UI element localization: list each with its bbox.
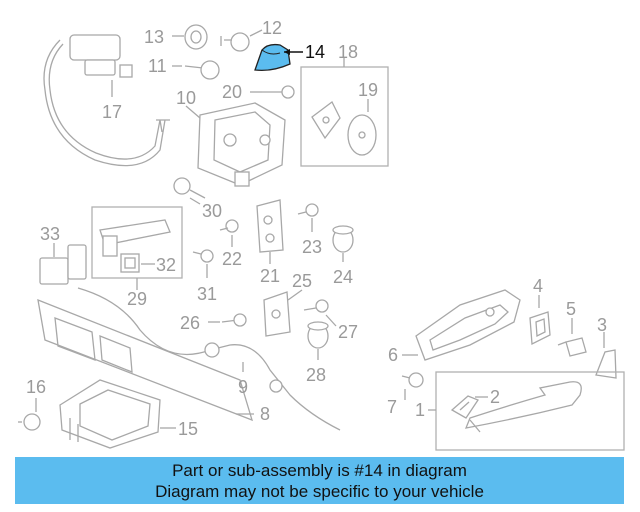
part-22-bolt — [219, 219, 239, 233]
label-21: 21 — [260, 266, 280, 286]
part-20-bolt — [262, 85, 295, 99]
label-12: 12 — [262, 18, 282, 38]
part-16-bolt — [18, 413, 41, 431]
label-6: 6 — [388, 345, 398, 365]
label-8: 8 — [260, 404, 270, 424]
label-26: 26 — [180, 313, 200, 333]
info-banner: Part or sub-assembly is #14 in diagram D… — [15, 457, 624, 504]
label-28: 28 — [306, 365, 326, 385]
label-29: 29 — [127, 289, 147, 309]
label-30: 30 — [202, 201, 222, 221]
label-24: 24 — [333, 267, 353, 287]
part-26-bolt — [221, 313, 247, 327]
part-30-bolt — [173, 177, 206, 199]
banner-line-2: Diagram may not be specific to your vehi… — [155, 481, 484, 501]
part-19-pad — [347, 114, 377, 156]
part-1-group-box — [435, 371, 625, 451]
part-33-connector — [39, 244, 87, 285]
part-7-bolt — [401, 372, 424, 388]
part-25-check-link — [263, 291, 291, 337]
label-18: 18 — [338, 42, 358, 62]
label-20: 20 — [222, 82, 242, 102]
label-19: 19 — [358, 80, 378, 100]
part-15-module — [59, 379, 161, 449]
label-33: 33 — [40, 224, 60, 244]
parts-diagram: 17 13 12 14 11 20 10 — [18, 18, 625, 451]
label-2: 2 — [490, 387, 500, 407]
part-1-handle — [464, 381, 582, 433]
label-10: 10 — [176, 88, 196, 108]
label-3: 3 — [597, 315, 607, 335]
part-17-cable — [43, 34, 170, 167]
label-11: 11 — [148, 56, 167, 76]
part-10-latch — [197, 102, 286, 187]
part-2-pad — [450, 395, 479, 419]
part-27-bolt — [303, 299, 329, 313]
label-27: 27 — [338, 322, 358, 342]
part-14-cap — [254, 43, 291, 72]
label-31: 31 — [197, 284, 217, 304]
label-13: 13 — [144, 27, 164, 47]
label-7: 7 — [387, 397, 397, 417]
label-16: 16 — [26, 377, 46, 397]
part-24-bumper — [332, 225, 354, 253]
part-6-handle-carrier — [415, 289, 521, 361]
part-23-bolt — [297, 203, 319, 217]
label-5: 5 — [566, 299, 576, 319]
part-11-bolt — [184, 60, 220, 80]
label-15: 15 — [178, 419, 198, 439]
part-12-screw — [220, 32, 250, 52]
banner-line-1: Part or sub-assembly is #14 in diagram — [172, 460, 467, 480]
part-31-bolt — [192, 249, 214, 263]
label-22: 22 — [222, 249, 242, 269]
part-3-cap — [595, 349, 617, 379]
part-5-cylinder — [557, 337, 587, 357]
part-9-cable — [77, 287, 341, 431]
label-14: 14 — [305, 42, 325, 62]
part-32-seal — [120, 253, 140, 273]
part-4-gasket — [529, 311, 551, 346]
label-23: 23 — [302, 237, 322, 257]
label-17: 17 — [102, 102, 122, 122]
part-13-grommet — [184, 24, 208, 50]
label-1: 1 — [415, 400, 425, 420]
label-9: 9 — [238, 377, 248, 397]
part-21-hinge — [256, 199, 284, 253]
label-25: 25 — [292, 271, 312, 291]
part-28-bumper — [307, 321, 329, 349]
part-8-trim — [37, 298, 254, 422]
part-18-striker — [311, 101, 341, 140]
label-4: 4 — [533, 276, 543, 296]
part-29-switch — [99, 219, 171, 257]
label-32: 32 — [156, 255, 176, 275]
